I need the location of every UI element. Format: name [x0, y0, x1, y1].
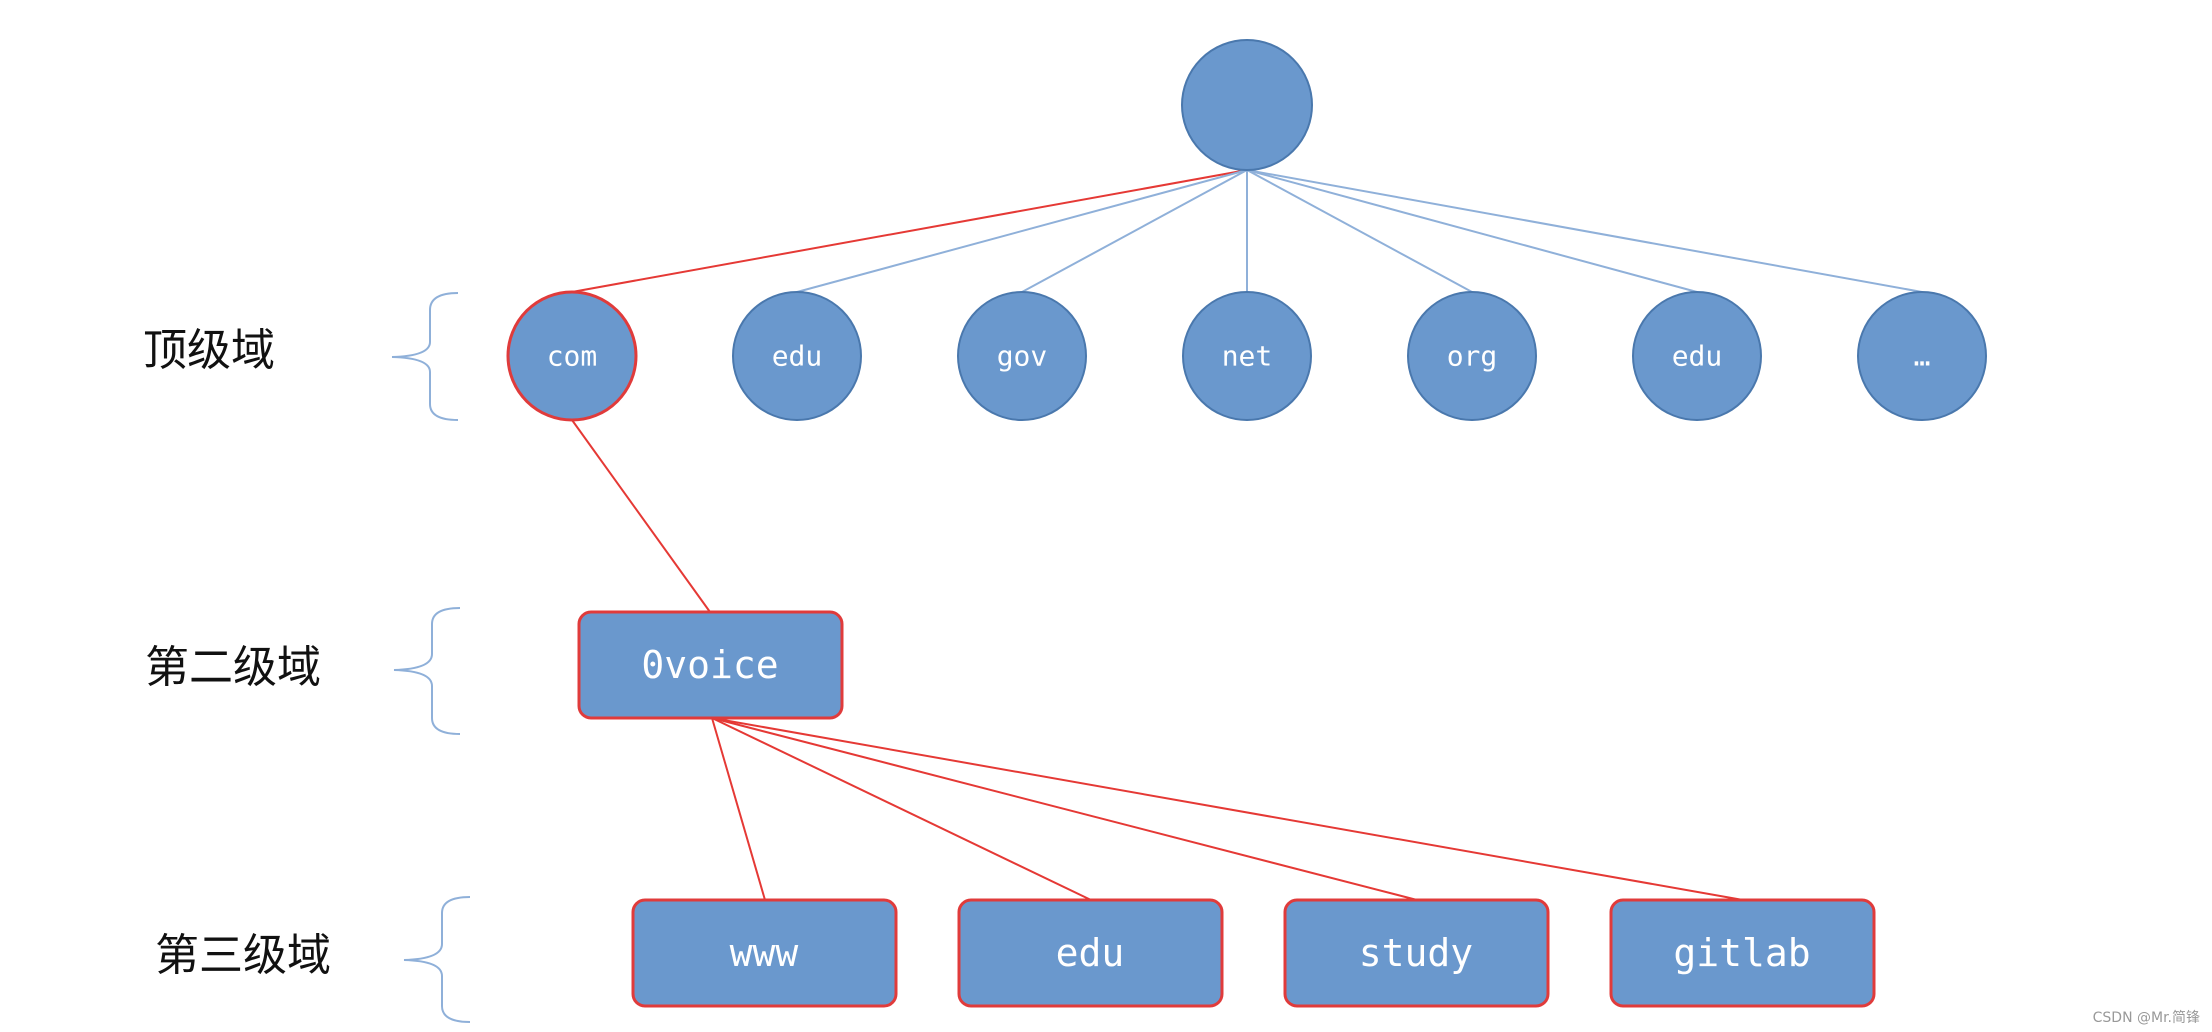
- tld-circle: [1182, 291, 1312, 421]
- tld-label: net: [1222, 340, 1273, 373]
- tld-circle: [732, 291, 862, 421]
- edge-0voice-edu: [711, 717, 1092, 901]
- third-box: [631, 898, 898, 1008]
- third-node-www: www: [631, 898, 898, 1008]
- tld-label: gov: [997, 340, 1048, 373]
- root-circle: [1181, 39, 1313, 171]
- tld-circle: [957, 291, 1087, 421]
- sld-node-0voice: 0voice: [577, 610, 844, 720]
- bracket-top-level: [391, 292, 459, 421]
- tld-node-gov: gov: [957, 291, 1087, 421]
- edge-com-0voice: [571, 419, 711, 613]
- tld-circle: [1632, 291, 1762, 421]
- tld-label: edu: [772, 340, 823, 373]
- third-box: [1283, 898, 1550, 1008]
- third-node-edu: edu: [957, 898, 1224, 1008]
- level-label-third: 第三级域: [155, 930, 331, 981]
- edge-root-com: [571, 169, 1248, 293]
- second-level-nodes: 0voice: [577, 610, 844, 720]
- edge-root-ellipsis: [1246, 169, 1923, 293]
- edge-0voice-www: [711, 717, 766, 901]
- tld-label: edu: [1672, 340, 1723, 373]
- third-label: study: [1359, 931, 1473, 975]
- bracket-third-level: [403, 896, 471, 1023]
- tld-node-org: org: [1407, 291, 1537, 421]
- third-level-nodes: www edu study gitlab: [631, 898, 1876, 1008]
- root-node: [1181, 39, 1313, 171]
- edge-root-org: [1246, 169, 1473, 293]
- third-label: gitlab: [1673, 931, 1810, 975]
- sld-box: [577, 610, 844, 720]
- third-label: edu: [1056, 931, 1125, 975]
- edge-root-edu-2: [1246, 169, 1698, 293]
- level-label-second: 第二级域: [145, 642, 321, 693]
- edge-root-gov: [1021, 169, 1248, 293]
- edges: [571, 169, 1923, 901]
- tld-node-edu: edu: [732, 291, 862, 421]
- tld-circle: [1407, 291, 1537, 421]
- third-box: [1609, 898, 1876, 1008]
- bracket-second-level: [393, 607, 461, 735]
- third-box: [957, 898, 1224, 1008]
- tld-label: com: [547, 340, 598, 373]
- level-brackets: [391, 292, 471, 1023]
- edge-root-edu: [796, 169, 1248, 293]
- level-label-top: 顶级域: [143, 325, 275, 376]
- third-label: www: [730, 931, 799, 975]
- edge-0voice-gitlab: [711, 717, 1744, 901]
- tld-node-com: com: [506, 290, 638, 422]
- tld-circle: [506, 290, 638, 422]
- top-level-nodes: com edu gov net org edu …: [506, 290, 1987, 422]
- level-labels: 顶级域 第二级域 第三级域: [143, 325, 331, 981]
- tld-node-ellipsis: …: [1857, 291, 1987, 421]
- tld-circle: [1857, 291, 1987, 421]
- tld-node-edu-2: edu: [1632, 291, 1762, 421]
- tld-label: org: [1447, 340, 1498, 373]
- sld-label: 0voice: [641, 643, 778, 687]
- third-node-study: study: [1283, 898, 1550, 1008]
- tld-node-net: net: [1182, 291, 1312, 421]
- watermark: CSDN @Mr.简锋: [2093, 1009, 2200, 1026]
- third-node-gitlab: gitlab: [1609, 898, 1876, 1008]
- edge-0voice-study: [711, 717, 1418, 901]
- tld-label: …: [1914, 340, 1931, 373]
